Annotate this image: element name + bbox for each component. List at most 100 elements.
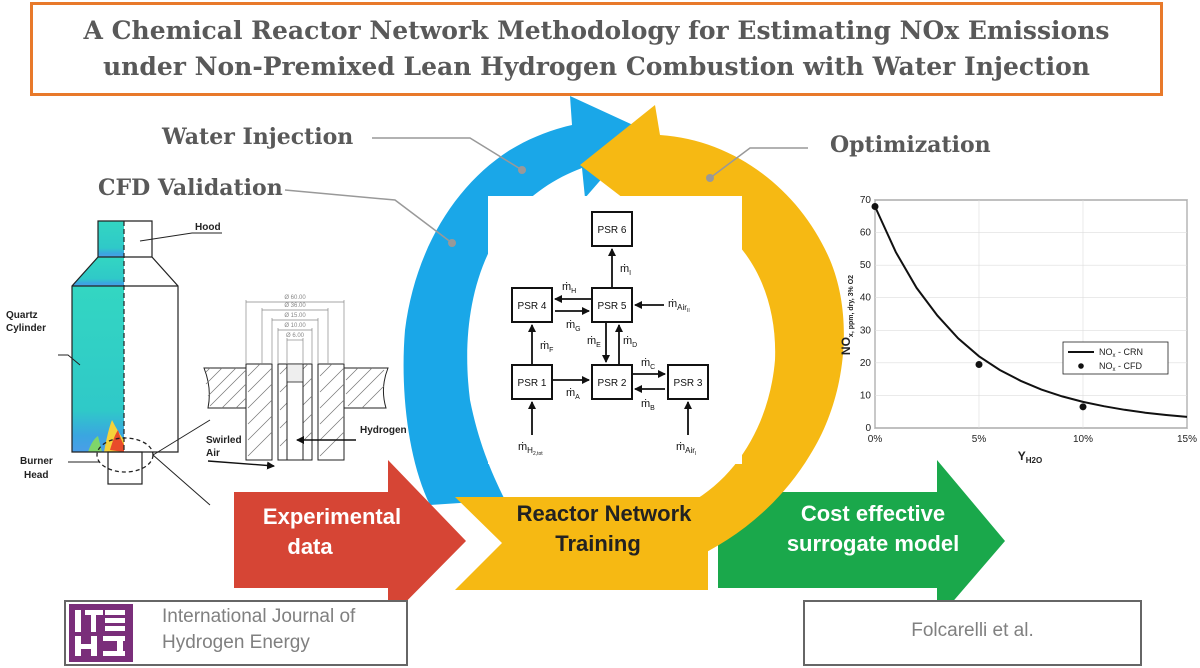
experimental-label-2: data (287, 534, 333, 559)
cfd-data-point (871, 203, 879, 211)
callout-lines (284, 137, 808, 244)
psr5-box (591, 287, 633, 323)
psr1-label: PSR 1 (518, 378, 547, 389)
x-axis-label-sub: H2O (1026, 456, 1042, 465)
reactor-network: PSR 6 PSR 4 PSR 5 PSR 1 PSR 2 PSR 3 ṁI ṁ… (488, 196, 742, 464)
cfd-data-point (975, 360, 983, 368)
legend-crn-name: NO (1099, 347, 1113, 357)
mflow-air-ii-sub: II (687, 308, 690, 314)
hood-label: Hood (195, 222, 221, 233)
mflow-h2: H (527, 446, 533, 455)
quartz-label-2: Cylinder (6, 323, 46, 334)
y-tick-label: 60 (860, 228, 872, 239)
cycle-blue-arrow (403, 96, 644, 505)
surrogate-label-1: Cost effective (801, 501, 945, 526)
title-line-1: A Chemical Reactor Network Methodology f… (83, 16, 1110, 45)
psr6-label: PSR 6 (598, 225, 627, 236)
x-tick-label: 5% (972, 434, 987, 445)
journal-line-1: International Journal of (162, 606, 356, 627)
psr5-label: PSR 5 (598, 301, 627, 312)
burner-label-1: Burner (20, 456, 53, 467)
y-tick-label: 30 (860, 325, 872, 336)
cycle-yellow-arrow (580, 105, 844, 560)
svg-text:YH2O: YH2O (1018, 449, 1042, 465)
psr3-label: PSR 3 (674, 378, 703, 389)
svg-text:ṁI: ṁI (620, 263, 631, 277)
water-injection-label: Water Injection (162, 124, 354, 150)
surrogate-arrow (718, 460, 1005, 620)
journal-logo (69, 604, 133, 662)
journal-name: International Journal of Hydrogen Energy (162, 604, 355, 656)
mflow-f-sub: F (549, 347, 553, 354)
svg-text:NOx, ppm, dry, 3% O2: NOx, ppm, dry, 3% O2 (839, 275, 855, 355)
training-label-1: Reactor Network (517, 501, 693, 526)
x-tick-label: 0% (868, 434, 883, 445)
chart-legend: NOx - CRN NOx - CFD (1062, 341, 1169, 375)
x-axis-label: Y (1018, 449, 1026, 463)
mflow-i-sub: I (629, 270, 631, 277)
mflow-g-sub: G (575, 326, 580, 333)
cfd-data-point (1079, 403, 1087, 411)
callout-dot-water (518, 166, 526, 174)
dim-label-5: Ø 6.00 (286, 333, 305, 339)
y-tick-label: 70 (860, 195, 872, 206)
legend-cfd-suffix: - CFD (1116, 361, 1143, 371)
callout-dot-optimization (706, 174, 714, 182)
burner-illustration: Hood Quartz Cylinder Burner Head Swirled… (6, 220, 407, 506)
psr3-box (667, 364, 709, 400)
y-tick-label: 10 (860, 390, 872, 401)
svg-text:NOx - CRN: NOx - CRN (1099, 347, 1143, 359)
optimization-label: Optimization (830, 132, 991, 158)
injector-section: Ø 60.00 Ø 36.00 Ø 15.00 Ø 10.00 Ø 6.00 (203, 295, 389, 470)
swirled-label-2: Air (206, 448, 220, 459)
dim-label-4: Ø 10.00 (284, 323, 306, 329)
y-tick-label: 40 (860, 293, 872, 304)
crn-series-line (874, 206, 1188, 418)
authors-box: Folcarelli et al. (803, 600, 1142, 666)
dim-label-2: Ø 36.00 (284, 303, 306, 309)
mflow-air-ii: Air (677, 303, 687, 312)
mflow-e-sub: E (596, 342, 601, 349)
psr2-label: PSR 2 (598, 378, 627, 389)
legend-cfd-sub: x (1113, 367, 1116, 373)
legend-crn-sub: x (1113, 353, 1116, 359)
mflow-air-i: Air (685, 446, 695, 455)
cfd-validation-label: CFD Validation (98, 175, 283, 201)
psr2-box (591, 364, 633, 400)
y-axis-label-sub: x, ppm, dry, 3% O2 (848, 275, 855, 337)
journal-line-2: Hydrogen Energy (162, 632, 310, 653)
mflow-b-sub: B (650, 405, 655, 412)
hydrogen-label: Hydrogen (360, 425, 407, 436)
surrogate-label-2: surrogate model (787, 531, 959, 556)
burner-label-2: Head (24, 470, 48, 481)
psr6-box (591, 211, 633, 247)
swirled-label-1: Swirled (206, 435, 242, 446)
experimental-arrow (234, 460, 466, 620)
x-tick-label: 15% (1177, 434, 1197, 445)
x-tick-label: 10% (1073, 434, 1093, 445)
dim-label-1: Ø 60.00 (284, 295, 306, 301)
mflow-air-i-sub: I (695, 451, 696, 457)
mflow-h2-sub: 2,tot (533, 451, 543, 457)
legend-crn-suffix: - CRN (1116, 347, 1144, 357)
callout-dot-cfd (448, 239, 456, 247)
training-label-2: Training (555, 531, 641, 556)
psr4-box (511, 287, 553, 323)
mflow-a-sub: A (575, 394, 580, 401)
training-arrow (455, 497, 708, 590)
title-box: A Chemical Reactor Network Methodology f… (30, 2, 1163, 96)
dim-label-3: Ø 15.00 (284, 313, 306, 319)
legend-cfd-name: NO (1099, 361, 1113, 371)
psr4-label: PSR 4 (518, 301, 547, 312)
mflow-d-sub: D (632, 342, 637, 349)
mflow-c-sub: C (650, 364, 655, 371)
authors-text: Folcarelli et al. (911, 620, 1034, 641)
svg-text:NOx - CFD: NOx - CFD (1099, 361, 1142, 373)
y-tick-label: 50 (860, 260, 872, 271)
mflow-h-sub: H (571, 288, 576, 295)
y-tick-label: 20 (860, 358, 872, 369)
experimental-label-1: Experimental (263, 504, 401, 529)
title-line-2: under Non-Premixed Lean Hydrogen Combust… (103, 52, 1090, 81)
